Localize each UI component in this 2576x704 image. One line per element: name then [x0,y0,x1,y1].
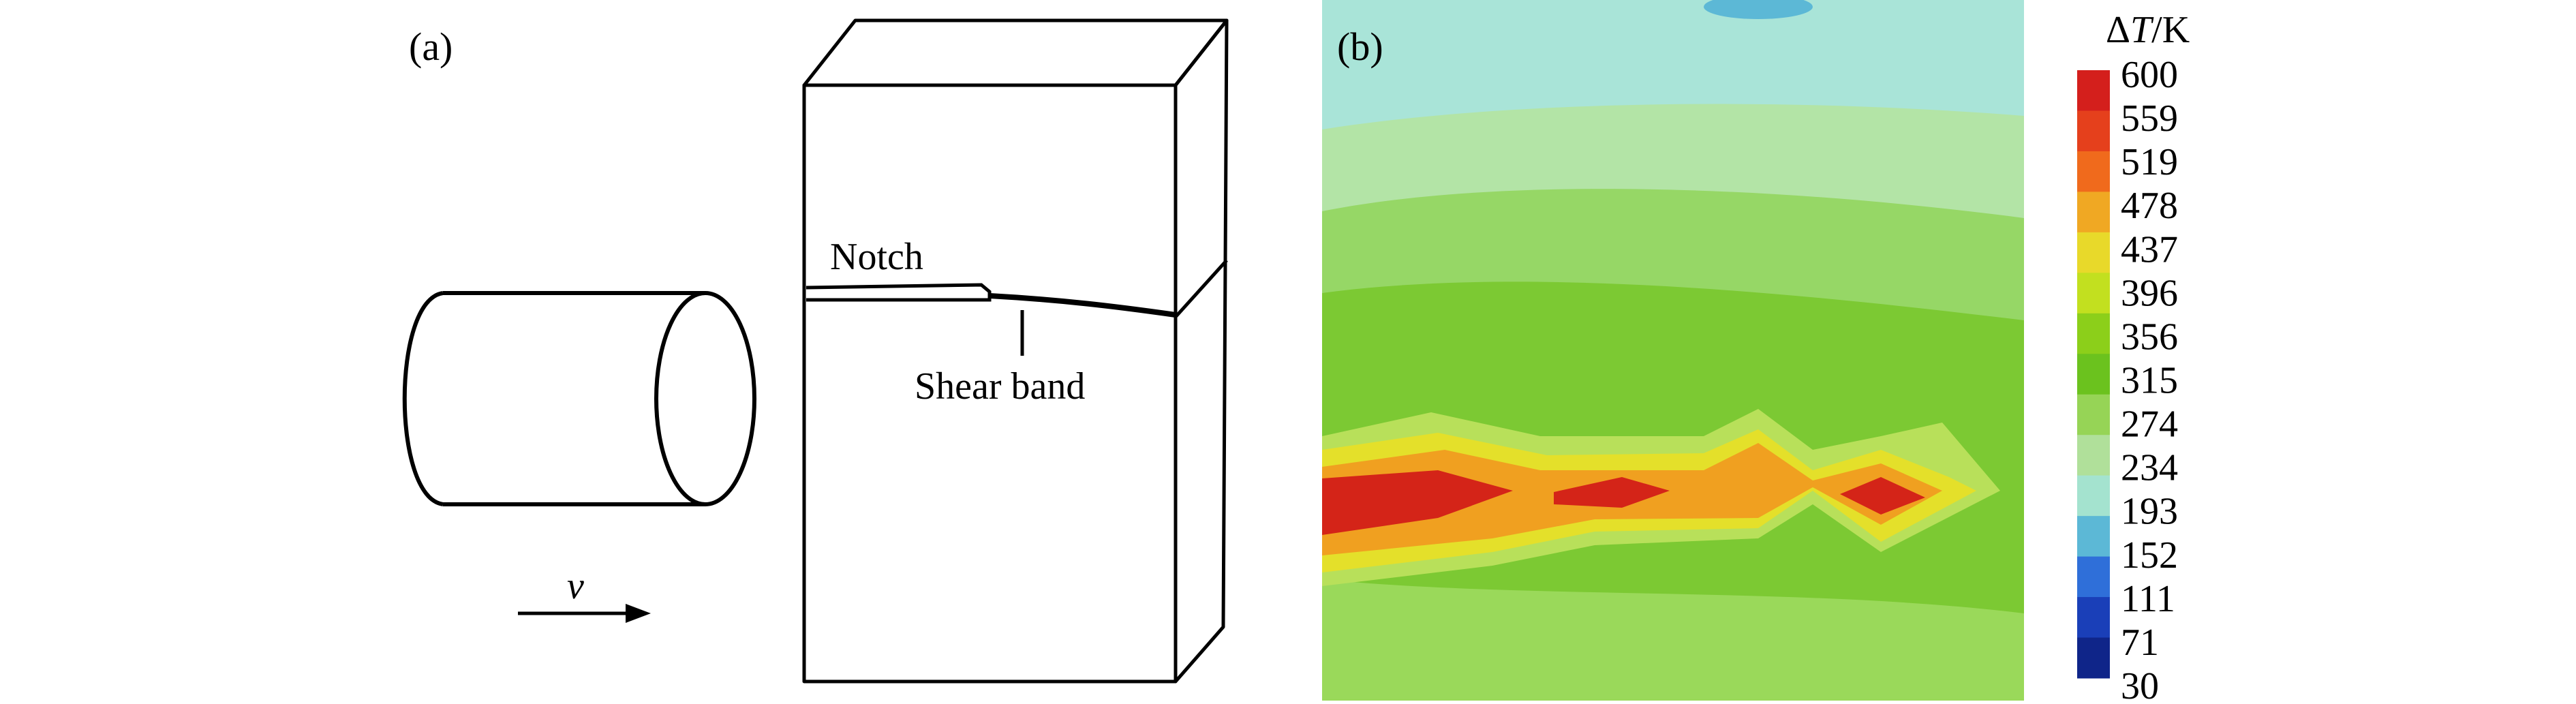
colorbar: 6005595194784373963563152742341931521117… [2077,54,2178,704]
colorbar-swatch [2077,273,2110,314]
colorbar-swatch [2077,475,2110,517]
colorbar-tick-label: 30 [2121,665,2159,701]
colorbar-swatch [2077,516,2110,557]
notch-label: Notch [830,236,923,278]
colorbar-swatch [2077,556,2110,598]
colorbar-tick-label: 274 [2121,403,2178,446]
colorbar-swatch [2077,232,2110,273]
projectile-cylinder [402,291,756,506]
notch [806,283,992,302]
colorbar-tick-label: 600 [2121,54,2178,96]
panel-a-schematic: (a) v Notch Shear band [402,18,1229,684]
field-bottom-band [1322,579,2024,701]
panel-b-label: (b) [1337,25,1383,69]
contour-field [1322,0,2024,701]
target-block [802,18,1229,684]
colorbar-tick-label: 437 [2121,228,2178,271]
colorbar-title: ΔT/K [2106,9,2190,51]
colorbar-swatch [2077,313,2110,354]
temperature-contour-map: (b) ΔT/K 6005595194784373963563152742341… [1322,0,2190,704]
hot-spot-center [1554,477,1670,508]
colorbar-swatch [2077,110,2110,152]
colorbar-tick-label: 193 [2121,491,2178,533]
colorbar-swatch [2077,354,2110,395]
hot-spot-left [1322,470,1513,535]
colorbar-swatch [2077,637,2110,679]
colorbar-tick-label: 559 [2121,97,2178,140]
colorbar-swatch [2077,394,2110,435]
colorbar-tick-label: 478 [2121,185,2178,227]
hot-spot-right [1840,477,1925,515]
velocity-arrow [518,604,651,623]
field-blue-spot [1704,0,1813,19]
colorbar-tick-label: 396 [2121,272,2178,314]
colorbar-tick-label: 152 [2121,534,2178,577]
colorbar-swatch [2077,70,2110,111]
colorbar-tick-label: 315 [2121,360,2178,402]
colorbar-swatch [2077,435,2110,476]
colorbar-tick-label: 71 [2121,622,2159,664]
colorbar-swatch [2077,192,2110,233]
schematic-drawing: (a) v Notch Shear band [402,18,1229,684]
colorbar-tick-label: 356 [2121,316,2178,358]
shear-band-line [989,293,1176,318]
colorbar-swatch [2077,151,2110,192]
velocity-label: v [567,565,584,607]
colorbar-tick-label: 234 [2121,447,2178,489]
colorbar-tick-label: 519 [2121,141,2178,183]
panel-a-label: (a) [409,25,453,69]
shear-band-label: Shear band [915,365,1085,408]
colorbar-tick-label: 111 [2121,578,2175,620]
colorbar-swatch [2077,597,2110,639]
